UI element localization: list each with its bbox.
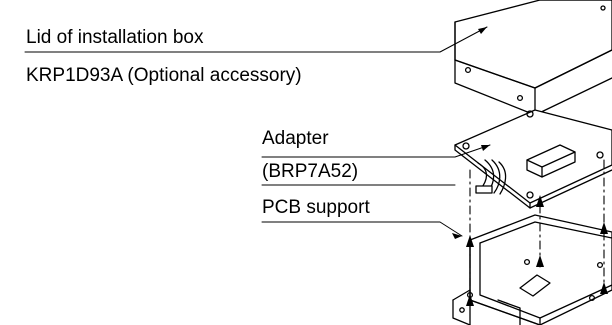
adapter-label: Adapter	[262, 128, 329, 149]
lid-label: Lid of installation box	[26, 27, 204, 48]
pcb-support-label: PCB support	[262, 197, 370, 218]
adapter-board	[454, 109, 612, 209]
lid-part-number: KRP1D93A (Optional accessory)	[26, 65, 302, 86]
pcb-support-box	[452, 214, 612, 325]
pcb-support-leader	[261, 221, 463, 237]
adapter-leader	[261, 144, 491, 158]
lid-leader	[24, 26, 488, 53]
lid-shape	[454, 0, 612, 116]
adapter-part-number: (BRP7A52)	[262, 161, 359, 182]
